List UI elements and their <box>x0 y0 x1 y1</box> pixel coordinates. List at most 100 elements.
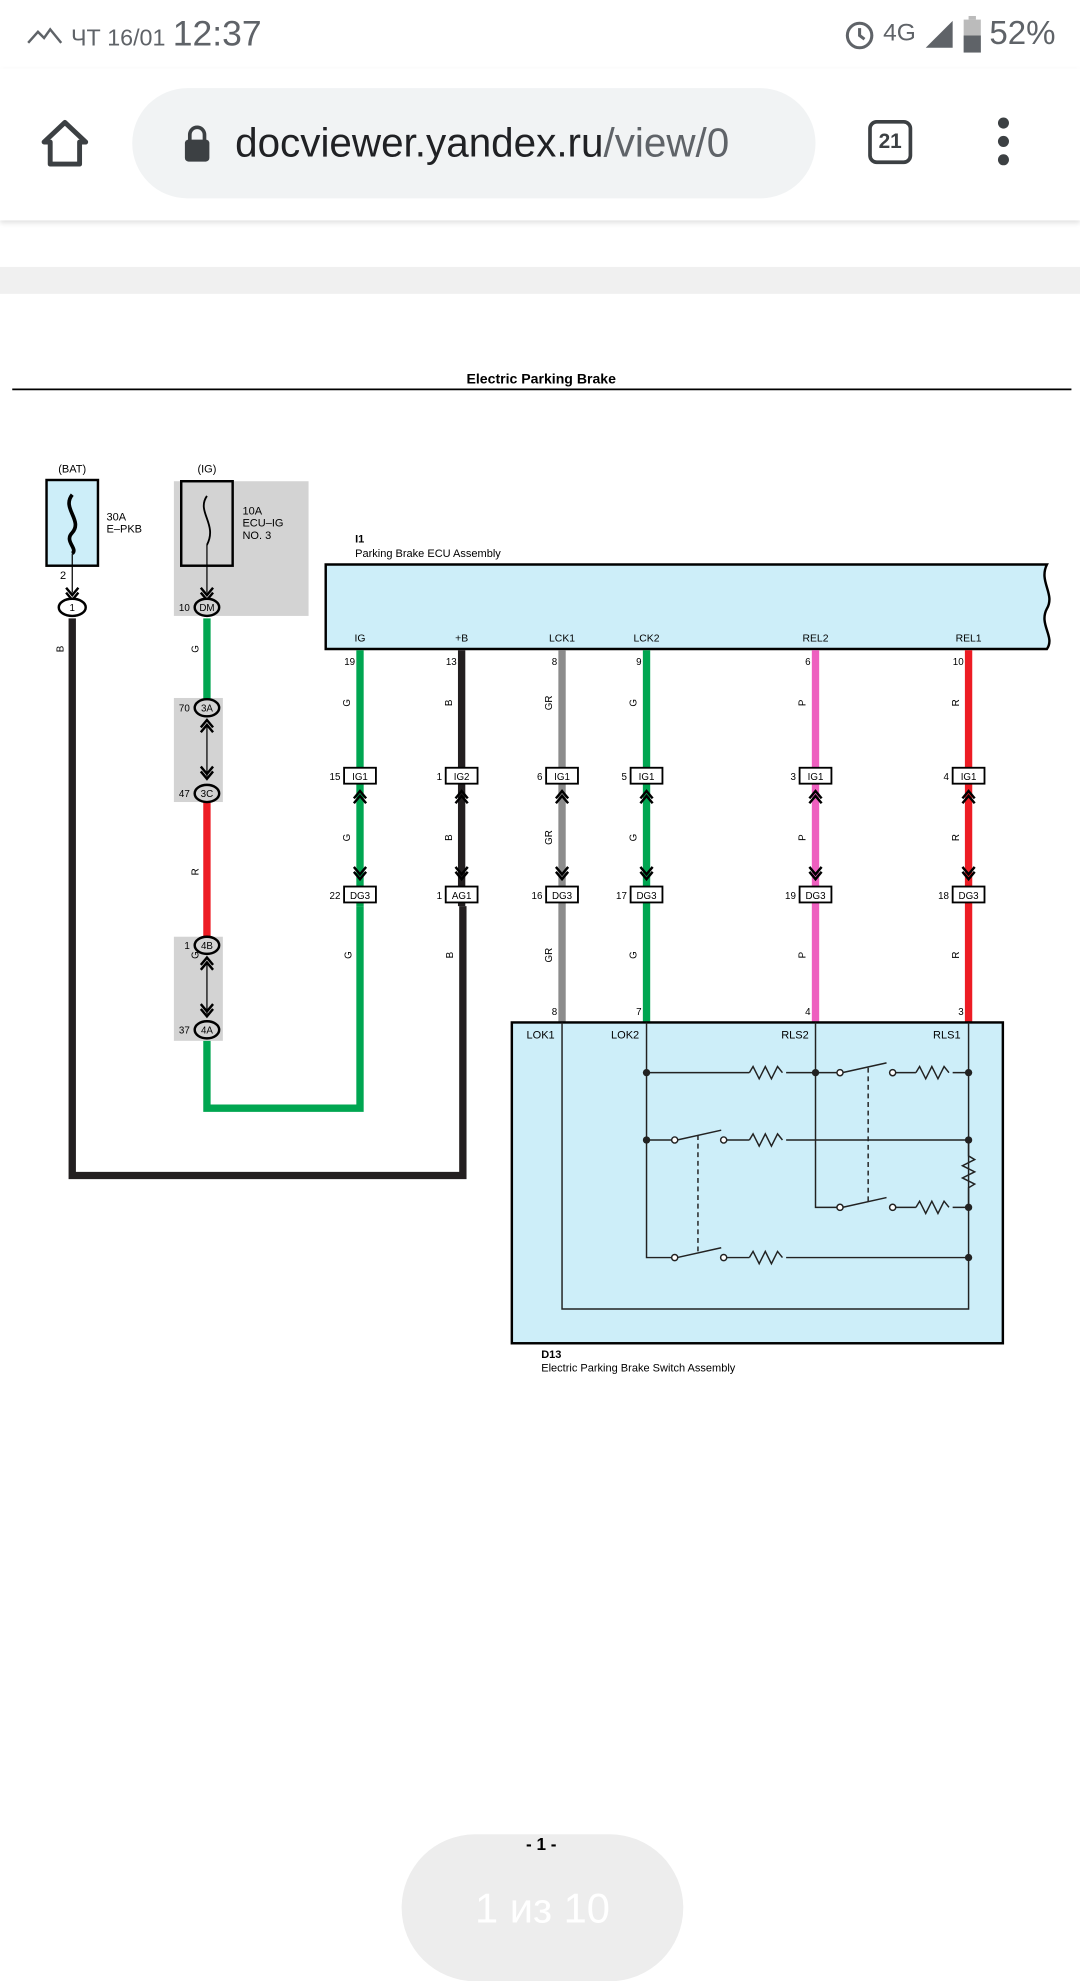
ecu-pin-number: 19 <box>344 657 355 668</box>
ig-connector-dm <box>193 597 221 618</box>
connector-DG3 <box>629 885 664 904</box>
connector-AG1-label: AG1 <box>452 891 472 902</box>
ecu-pin-number: 10 <box>953 657 964 668</box>
splice-connector-3A-pin: 70 <box>179 703 190 714</box>
wire-color-label: G <box>342 699 353 707</box>
address-bar[interactable]: docviewer.yandex.ru/view/0 <box>132 88 816 199</box>
connector-arrow-icon <box>554 789 570 805</box>
connector-arrow-icon <box>65 586 80 602</box>
connector-DG3-pin: 17 <box>616 891 627 902</box>
connector-DG3 <box>798 885 833 904</box>
switch-pin-lok1: LOK1 <box>527 1029 555 1041</box>
ecu-pin-number: 8 <box>552 657 558 668</box>
wire-color-label: G <box>629 834 640 842</box>
connector-arrow-icon <box>199 586 215 602</box>
ecu-pin-name-LCK2: LCK2 <box>634 634 660 645</box>
connector-arrow-icon <box>199 765 215 781</box>
wire-color-label: R <box>951 699 962 706</box>
battery-icon <box>963 15 981 53</box>
bat-fuse-rating: 30A <box>107 511 127 523</box>
network-type: 4G <box>883 19 916 47</box>
bat-fuse-pin: 2 <box>60 570 66 582</box>
connector-arrow-icon <box>554 866 570 882</box>
connector-arrow-icon <box>454 866 469 882</box>
connector-arrow-icon <box>199 718 215 734</box>
wire-color-label: G <box>629 951 640 959</box>
ig-fuse-block-bg <box>173 481 309 616</box>
switch-pin-number: 3 <box>958 1007 964 1018</box>
ecu-pin-name-LCK1: LCK1 <box>549 634 575 645</box>
connector-DG3-pin: 18 <box>938 891 949 902</box>
ig-connector-dm-label: DM <box>199 603 214 614</box>
tab-switcher-button[interactable]: 21 <box>868 120 913 165</box>
cell-signal-icon <box>925 20 953 48</box>
url-domain: docviewer.yandex.ru <box>235 120 604 166</box>
ecu-pin-number: 9 <box>636 657 641 668</box>
connector-IG1-pin: 4 <box>944 772 950 783</box>
lock-icon <box>184 125 210 162</box>
wire-color-label: G <box>190 951 201 959</box>
ecu-id: I1 <box>355 533 364 545</box>
connector-AG1-pin: 1 <box>437 891 442 902</box>
connector-AG1 <box>444 885 479 904</box>
url-path: /view/0 <box>603 120 730 166</box>
switch-pin-number: 8 <box>552 1007 558 1018</box>
bat-fuse-box <box>45 478 100 567</box>
more-menu-icon[interactable] <box>994 117 1011 173</box>
connector-IG1-pin: 3 <box>790 772 796 783</box>
switch-id: D13 <box>541 1349 561 1361</box>
ecu-box <box>324 563 1051 651</box>
switch-pin-lok2: LOK2 <box>611 1029 639 1041</box>
wire-color-label: P <box>798 699 809 706</box>
wire-color-label: GR <box>544 696 555 711</box>
ig-fuse-name1: ECU–IG <box>242 518 283 530</box>
connector-arrow-icon <box>454 789 469 805</box>
connector-IG1 <box>798 766 833 785</box>
fuse-30a-icon <box>67 493 78 555</box>
ecu-pin-name-REL1: REL1 <box>956 634 982 645</box>
switch-name: Electric Parking Brake Switch Assembly <box>541 1362 736 1374</box>
connector-DG3 <box>343 885 377 904</box>
status-time: 12:37 <box>172 14 262 54</box>
connector-arrow-icon <box>352 866 368 882</box>
bat-fuse-name: E–PKB <box>107 524 143 536</box>
splice-bg-3 <box>173 697 223 803</box>
switch-pin-rls1: RLS1 <box>933 1029 961 1041</box>
connector-DG3-label: DG3 <box>636 891 657 902</box>
ig-source-label: (IG) <box>197 464 216 476</box>
page-separator <box>0 266 1080 294</box>
connector-DG3 <box>545 885 579 904</box>
connector-arrow-icon <box>639 789 654 805</box>
wire-color-label: B <box>444 834 455 841</box>
switch-pin-number: 4 <box>805 1007 811 1018</box>
connector-IG1-label: IG1 <box>961 772 977 783</box>
wire-color-label: G <box>190 645 201 653</box>
switch-pin-rls2: RLS2 <box>781 1029 809 1041</box>
connector-IG1-label: IG1 <box>352 772 368 783</box>
ig-fuse-box <box>180 480 234 567</box>
wire-color-label: G <box>342 834 353 842</box>
bat-connector-label: 1 <box>70 603 75 614</box>
connector-DG3-pin: 19 <box>785 891 796 902</box>
connector-DG3-label: DG3 <box>350 891 371 902</box>
home-icon[interactable] <box>39 118 90 169</box>
ecu-pin-number: 6 <box>805 657 811 668</box>
url-text[interactable]: docviewer.yandex.ru/view/0 <box>235 120 780 167</box>
fuse-10a-icon <box>202 495 212 546</box>
connector-DG3-label: DG3 <box>552 891 573 902</box>
wire-battery <box>68 618 467 1180</box>
connector-IG1-pin: 15 <box>330 772 341 783</box>
splice-connector-4A-label: 4A <box>201 1025 213 1036</box>
alarm-icon <box>846 21 874 49</box>
wire-color-label: B <box>445 951 456 958</box>
page-number: - 1 - <box>525 1834 557 1854</box>
browser-toolbar: docviewer.yandex.ru/view/0 21 <box>0 68 1080 221</box>
battery-percent: 52% <box>989 14 1056 52</box>
wire-color-label: B <box>444 699 455 706</box>
connector-arrow-icon <box>961 866 976 882</box>
connector-DG3-pin: 22 <box>330 891 341 902</box>
connector-IG1 <box>545 766 579 785</box>
wire-ig-3 <box>203 906 364 1112</box>
ecu-name: Parking Brake ECU Assembly <box>355 548 501 560</box>
ecu-pin-number: 13 <box>446 657 457 668</box>
